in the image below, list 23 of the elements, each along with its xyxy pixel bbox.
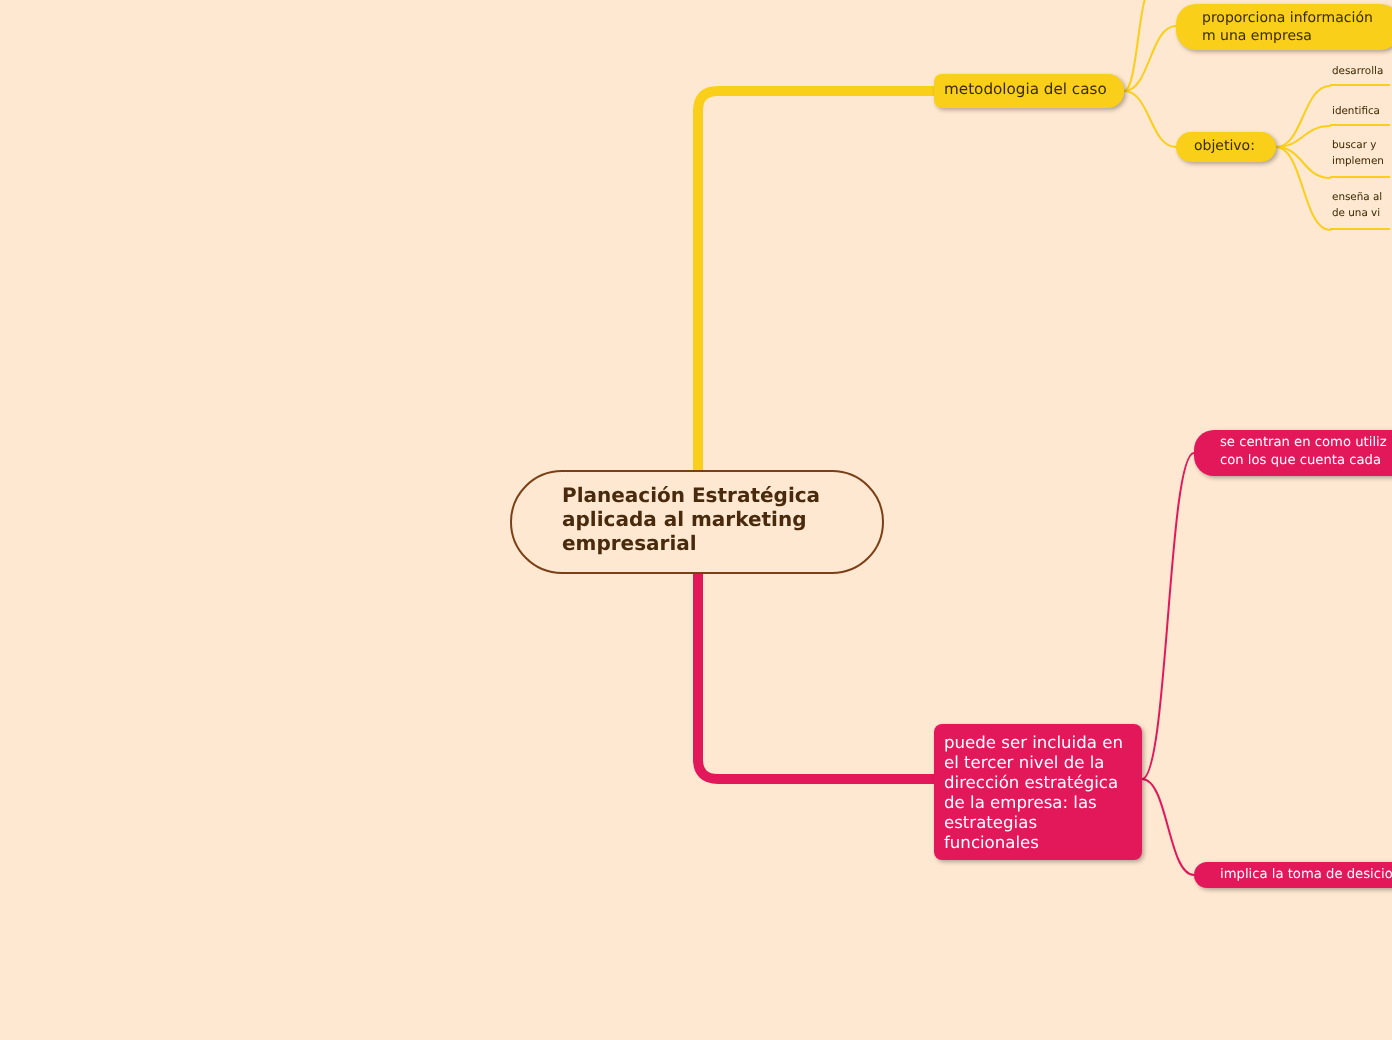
subtopic-text: [1330, 188, 1390, 230]
topic-box: [1176, 132, 1276, 162]
connector-line: [1275, 85, 1331, 148]
topic-box: [1194, 862, 1392, 888]
topic-box: [934, 724, 1142, 860]
central-topic: [510, 470, 884, 574]
subtopic-text: [1330, 136, 1390, 178]
node-text: Planeación Estratégica aplicada al marketing empresarial: [562, 486, 823, 558]
connector-line: [693, 86, 939, 475]
connector-line: [1275, 146, 1331, 231]
connector-line: [693, 569, 939, 784]
subtopic-text: [1330, 102, 1390, 126]
topic-box: [1176, 4, 1392, 50]
subtopic-text: [1330, 62, 1390, 86]
connector-line: [1123, 90, 1177, 148]
connector-line: [1275, 125, 1331, 148]
connector-line: [1141, 778, 1195, 876]
connector-line: [1141, 452, 1195, 780]
node-text: puede ser incluida en el tercer nivel de la dirección estratégica de la empresa: las estrategias funcionales: [944, 732, 1125, 852]
connector-line: [1275, 146, 1331, 179]
topic-box: [934, 74, 1124, 108]
topic-box: [1194, 430, 1392, 476]
connector-line: [1123, 25, 1177, 92]
